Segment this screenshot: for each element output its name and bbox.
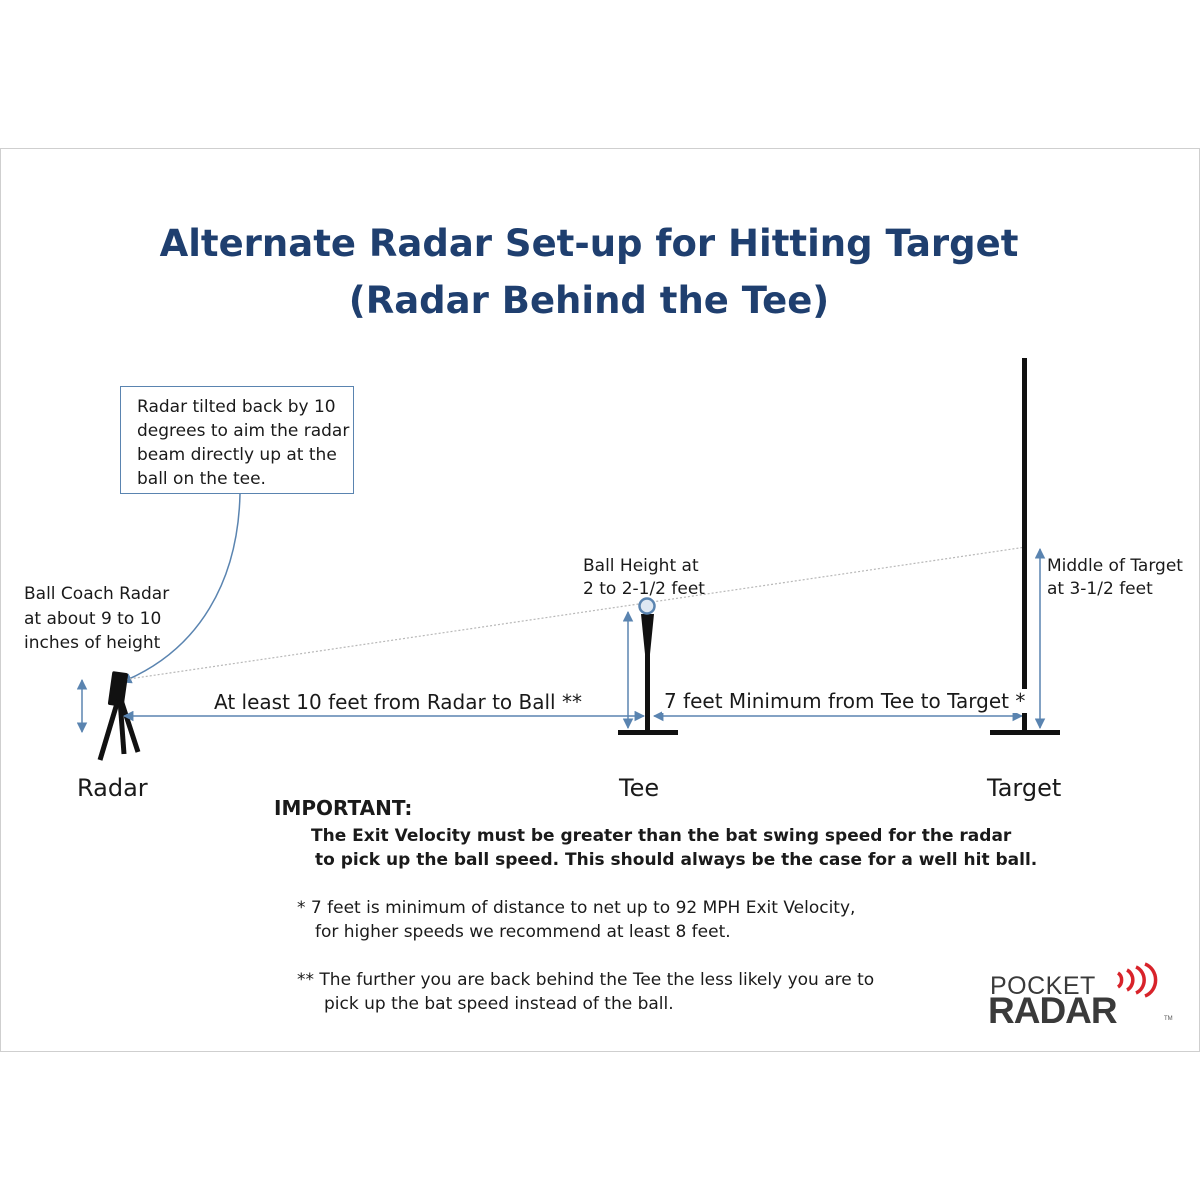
radar-label: Radar [77, 774, 148, 802]
footnote-1-line-2: for higher speeds we recommend at least … [315, 922, 731, 942]
radar-height-label-3: inches of height [24, 633, 161, 653]
target-middle-label-1: Middle of Target [1047, 556, 1183, 576]
footnote-2-line-2: pick up the bat speed instead of the bal… [324, 994, 674, 1014]
target-middle-label-2: at 3-1/2 feet [1047, 579, 1153, 599]
pocket-radar-logo: POCKET RADAR TM [988, 968, 1178, 1032]
tilt-callout-text: Radar tilted back by 10 degrees to aim t… [137, 397, 350, 489]
target-label: Target [987, 774, 1062, 802]
title-line-2: (Radar Behind the Tee) [348, 279, 830, 322]
tee-label: Tee [619, 774, 660, 802]
diagram-sheet [0, 148, 1200, 1052]
tee-to-target-distance-label: 7 feet Minimum from Tee to Target * [662, 689, 1028, 713]
radar-tripod-icon [97, 671, 141, 761]
radar-waves-icon [1116, 962, 1158, 998]
important-line-2: to pick up the ball speed. This should a… [315, 850, 1038, 870]
beam-line [121, 546, 1027, 681]
radar-to-ball-distance-label: At least 10 feet from Radar to Ball ** [212, 690, 584, 714]
important-line-1: The Exit Velocity must be greater than t… [311, 826, 1012, 846]
logo-bottom-text: RADAR [988, 990, 1118, 1031]
ball-height-label-2: 2 to 2-1/2 feet [583, 579, 705, 599]
radar-height-label-1: Ball Coach Radar [24, 584, 170, 604]
footnote-1-line-1: * 7 feet is minimum of distance to net u… [297, 898, 856, 918]
callout-leader [121, 493, 241, 684]
tilt-callout-box: Radar tilted back by 10 degrees to aim t… [120, 386, 354, 494]
ball-icon [638, 597, 656, 615]
important-heading: IMPORTANT: [274, 796, 413, 820]
tee-icon [618, 597, 678, 735]
title-line-1: Alternate Radar Set-up for Hitting Targe… [159, 222, 1019, 265]
footnote-2-line-1: ** The further you are back behind the T… [297, 970, 875, 990]
ball-height-label-1: Ball Height at [583, 556, 699, 576]
radar-height-label-2: at about 9 to 10 [24, 609, 162, 629]
logo-top-text: POCKET [990, 972, 1096, 1000]
logo-trademark: TM [1164, 1016, 1173, 1022]
target-pole-icon [990, 358, 1060, 735]
